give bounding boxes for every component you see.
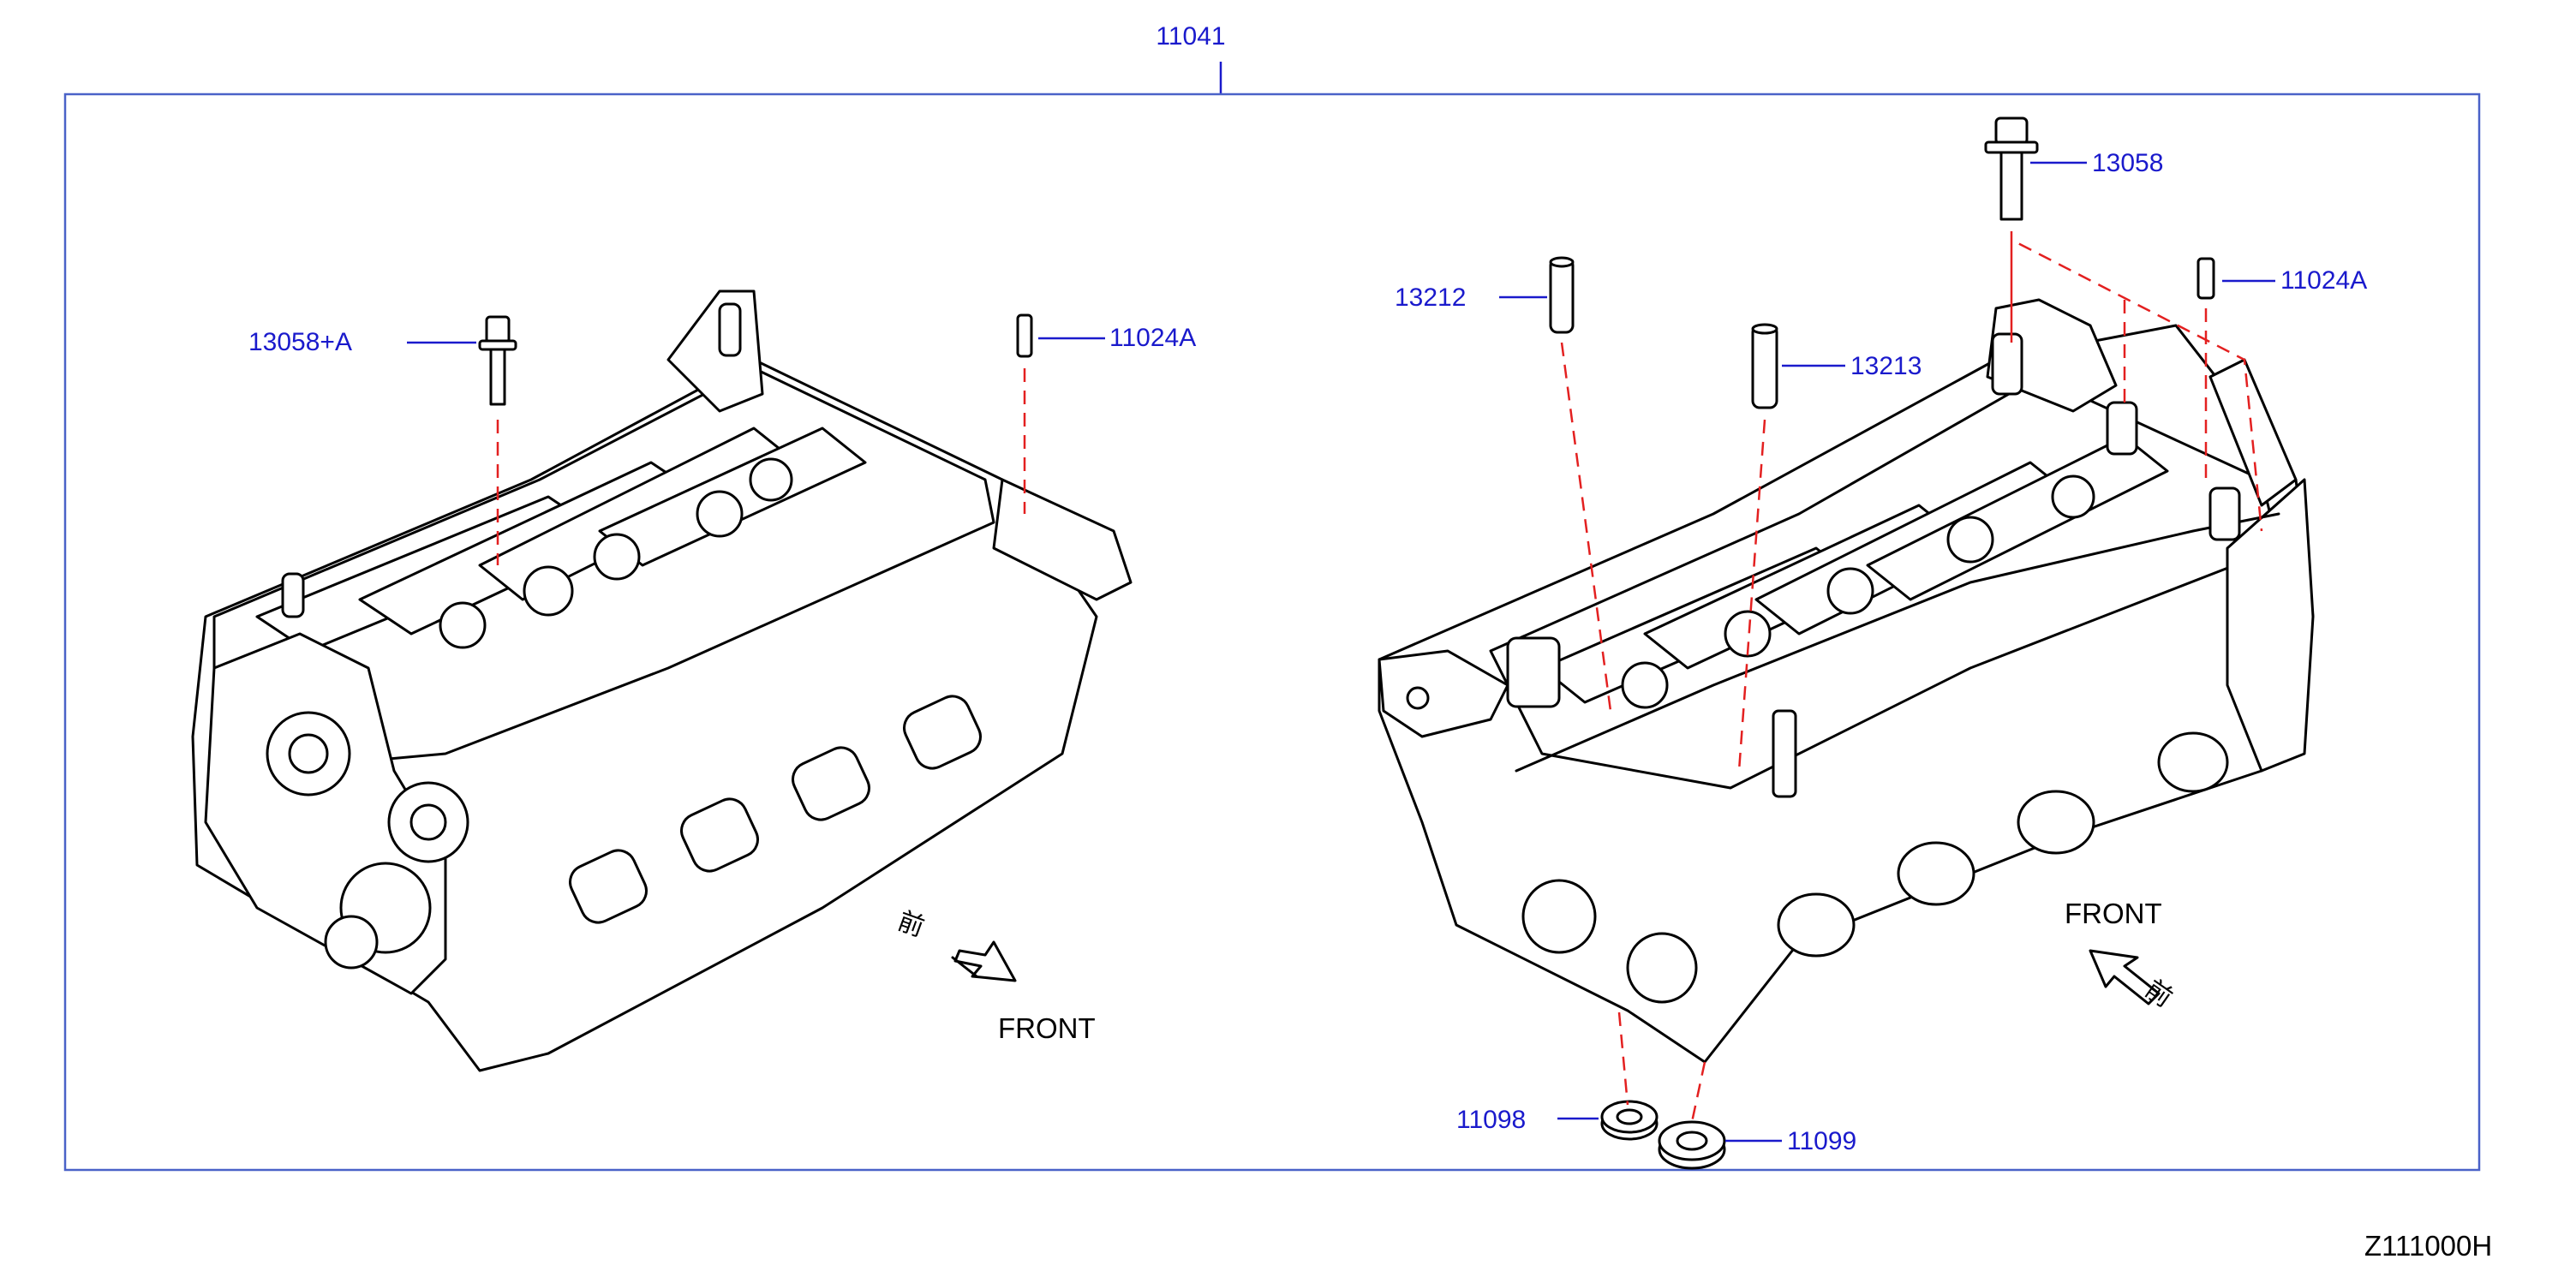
right-dowel-pin-11024a[interactable] bbox=[2196, 257, 2215, 300]
right-seal-11098[interactable] bbox=[1600, 1100, 1659, 1141]
left-front-arrow-icon bbox=[951, 940, 1017, 982]
figure-code: Z111000H bbox=[2364, 1230, 2492, 1262]
right-seal-11099-hidden-line bbox=[1690, 1061, 1706, 1123]
right-seal-11099[interactable] bbox=[1658, 1120, 1726, 1170]
left-bolt-13058a[interactable] bbox=[478, 315, 517, 406]
right-front-kanji: 前 bbox=[2139, 974, 2178, 1013]
right-guide-13213-hidden-line bbox=[1737, 419, 1766, 772]
right-seal-11098-hidden-line bbox=[1617, 1011, 1629, 1106]
right-valve-guide-13212[interactable] bbox=[1549, 256, 1575, 334]
left-bolt-callout-label[interactable]: 13058+A bbox=[248, 328, 352, 356]
right-front-arrow-icon bbox=[2089, 949, 2161, 1005]
left-dowel-callout-label[interactable]: 11024A bbox=[1109, 324, 1196, 352]
right-seal-11098-callout-label[interactable]: 11098 bbox=[1456, 1106, 1526, 1134]
right-valve-guide-13213[interactable] bbox=[1751, 323, 1778, 409]
right-guide-13213-callout-label[interactable]: 13213 bbox=[1850, 352, 1922, 380]
left-dowel-pin-11024a[interactable] bbox=[1016, 313, 1033, 358]
assembly-callout-label[interactable]: 11041 bbox=[1156, 22, 1225, 51]
right-seal-11099-callout-label[interactable]: 11099 bbox=[1787, 1127, 1856, 1155]
right-front-label: FRONT bbox=[2065, 898, 2162, 929]
left-front-kanji: 前 bbox=[894, 906, 928, 943]
right-guide-13212-hidden-line bbox=[1560, 342, 1612, 712]
right-guide-13212-callout-label[interactable]: 13212 bbox=[1395, 283, 1466, 312]
right-bolt-13058[interactable] bbox=[1984, 116, 2039, 221]
assembly-frame bbox=[63, 92, 2481, 1172]
left-front-label: FRONT bbox=[998, 1012, 1096, 1044]
right-cylinder-head-drawing bbox=[1378, 298, 2315, 1064]
right-bolt-callout-label[interactable]: 13058 bbox=[2092, 149, 2163, 177]
right-bolt-hidden-line bbox=[2010, 231, 2263, 532]
right-dowel-callout-label[interactable]: 11024A bbox=[2280, 266, 2367, 295]
left-cylinder-head-drawing bbox=[191, 289, 1133, 1072]
